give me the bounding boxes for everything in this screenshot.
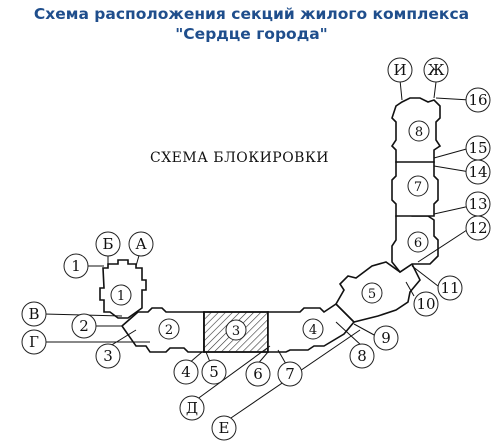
axis-marker-d-label: Д: [186, 399, 198, 417]
section-2-label: 2: [165, 323, 173, 338]
number-axis-markers: 1 2 3 4 5 6 7 8 9 10 11 12 13 14 15 16: [63, 87, 491, 387]
section-2-circle: [158, 318, 180, 340]
axis-marker-b-label: Б: [102, 235, 113, 253]
axis-marker-1: [63, 253, 89, 279]
axis-marker-i-label: И: [393, 61, 406, 79]
axis-marker-13-label: 13: [468, 195, 487, 213]
axis-marker-zh: [423, 57, 449, 83]
axis-marker-6-label: 6: [253, 365, 263, 383]
page-title-line-1: Схема расположения секций жилого комплек…: [33, 5, 470, 23]
page-title: Схема расположения секций жилого комплек…: [0, 4, 503, 44]
axis-marker-6: [245, 361, 271, 387]
section-8-label: 8: [415, 125, 423, 140]
axis-marker-16-label: 16: [468, 91, 487, 109]
axis-marker-16: [465, 87, 491, 113]
building-outline: [99, 97, 442, 353]
section-4-circle: [302, 318, 324, 340]
axis-marker-10-label: 10: [416, 295, 435, 313]
section-6-label: 6: [414, 236, 422, 251]
axis-marker-10: [413, 291, 439, 317]
axis-marker-14-label: 14: [468, 163, 487, 181]
axis-marker-4: [173, 359, 199, 385]
axis-marker-2-label: 2: [79, 317, 89, 335]
section-1-circle: [110, 284, 132, 306]
axis-marker-5-label: 5: [209, 363, 219, 381]
axis-marker-9-label: 9: [381, 329, 391, 347]
section-5-circle: [361, 282, 383, 304]
axis-marker-7-label: 7: [285, 365, 295, 383]
axis-marker-2: [71, 313, 97, 339]
section-6-circle: [407, 231, 429, 253]
axis-marker-e: [211, 415, 237, 441]
axis-marker-b: [95, 231, 121, 257]
section-8-circle: [408, 120, 430, 142]
axis-marker-d: [179, 395, 205, 421]
axis-marker-5: [201, 359, 227, 385]
page-title-line-2: "Сердце города": [175, 25, 328, 43]
axis-marker-a: [128, 231, 154, 257]
axis-marker-zh-label: Ж: [428, 61, 445, 79]
axis-marker-3-label: 3: [103, 347, 113, 365]
axis-marker-e-label: Е: [219, 419, 230, 437]
section-labels: 1 2 3 4 5 6 7 8: [110, 120, 430, 341]
section-3-label: 3: [232, 324, 240, 339]
axis-marker-13: [465, 191, 491, 217]
axis-marker-i: [387, 57, 413, 83]
section-7-label: 7: [414, 180, 422, 195]
section-1-label: 1: [117, 289, 125, 304]
axis-marker-11: [437, 275, 463, 301]
axis-marker-11-label: 11: [440, 279, 459, 297]
axis-marker-4-label: 4: [181, 363, 191, 381]
axis-marker-g: [21, 329, 47, 355]
axis-marker-a-label: А: [135, 235, 147, 253]
axis-marker-g-label: Г: [29, 333, 39, 351]
axis-marker-1-label: 1: [71, 257, 81, 275]
section-7-circle: [407, 175, 429, 197]
section-5-label: 5: [368, 287, 376, 302]
axis-marker-v-label: В: [28, 305, 39, 323]
axis-marker-8: [349, 343, 375, 369]
axis-marker-15: [465, 135, 491, 161]
axis-marker-12-label: 12: [468, 219, 487, 237]
section-4-label: 4: [309, 323, 317, 338]
letter-axis-markers: Б А В Г Д Е И Ж: [21, 57, 449, 441]
section-3-circle: [225, 319, 247, 341]
axis-marker-15-label: 15: [468, 139, 487, 157]
scheme-label: СХЕМА БЛОКИРОВКИ: [150, 150, 329, 166]
axis-marker-8-label: 8: [357, 347, 367, 365]
axis-marker-v: [21, 301, 47, 327]
axis-marker-9: [373, 325, 399, 351]
axis-marker-7: [277, 361, 303, 387]
axis-marker-3: [95, 343, 121, 369]
